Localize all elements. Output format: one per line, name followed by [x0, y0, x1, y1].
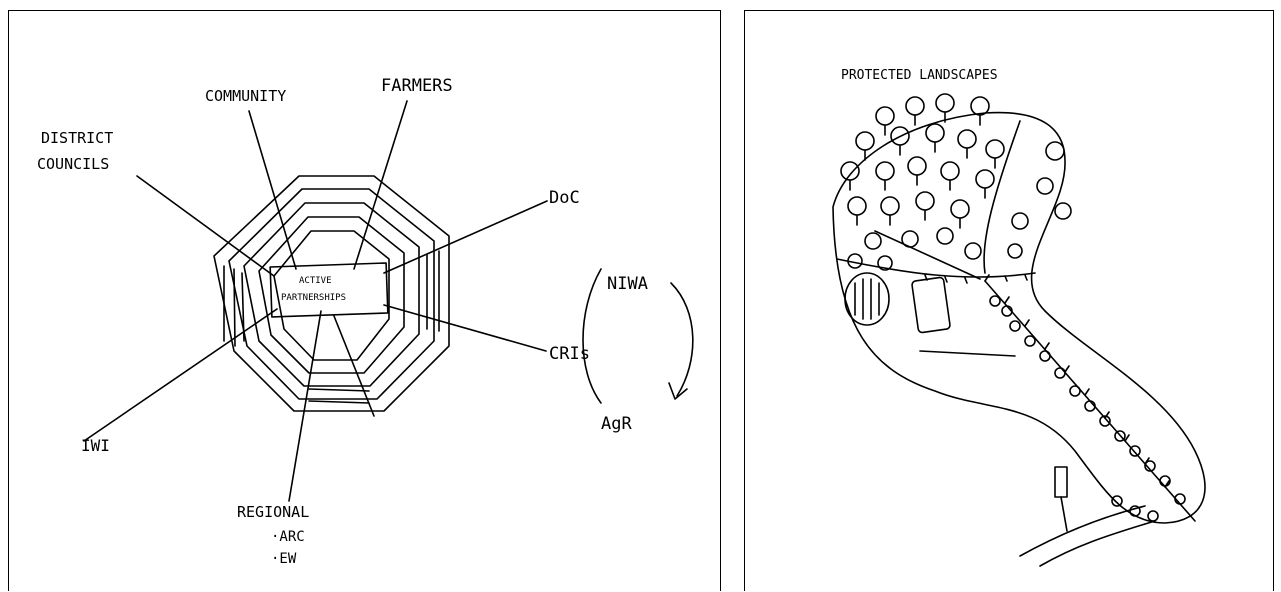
center-label-line1: ACTIVE	[299, 276, 332, 286]
landscape-sketch: PROTECTED LANDSCAPES	[745, 11, 1275, 592]
landscape-title: PROTECTED LANDSCAPES	[841, 68, 998, 83]
shrub-row	[990, 296, 1185, 521]
partnerships-sketch: ACTIVE PARTNERSHIPS COMMUNITY FARMERS DI…	[9, 11, 722, 592]
cycle-arrowhead	[669, 383, 687, 399]
label-iwi: IWI	[81, 436, 110, 455]
center-box	[270, 263, 388, 317]
protected-landscapes-panel: PROTECTED LANDSCAPES	[744, 10, 1274, 591]
pond-field-lines	[855, 279, 879, 319]
road-curve	[1020, 506, 1145, 556]
label-regional-ew: ·EW	[271, 551, 297, 567]
track-line	[920, 351, 1015, 356]
cycle-arrow-right	[671, 283, 693, 396]
label-doc: DoC	[549, 188, 580, 208]
pond-field	[845, 273, 889, 325]
label-community: COMMUNITY	[205, 87, 286, 105]
sign-post-leg	[1061, 497, 1067, 531]
label-regional-arc: ·ARC	[271, 529, 305, 545]
label-niwa: NIWA	[607, 274, 648, 294]
label-agr: AgR	[601, 414, 632, 434]
cycle-arrow-left	[583, 269, 601, 403]
label-farmers: FARMERS	[381, 76, 453, 96]
center-label-line2: PARTNERSHIPS	[281, 293, 346, 303]
field-boundary	[837, 259, 1035, 277]
diagonal-line	[875, 231, 980, 279]
building	[912, 277, 951, 333]
label-district-2: COUNCILS	[37, 155, 109, 173]
sign-post	[1055, 467, 1067, 497]
label-regional: REGIONAL	[237, 503, 309, 521]
tree-trunks	[850, 112, 995, 228]
partnerships-panel: ACTIVE PARTNERSHIPS COMMUNITY FARMERS DI…	[8, 10, 721, 591]
tree-cluster	[841, 94, 1071, 270]
road-curve-2	[1040, 521, 1155, 566]
label-district-1: DISTRICT	[41, 129, 113, 147]
